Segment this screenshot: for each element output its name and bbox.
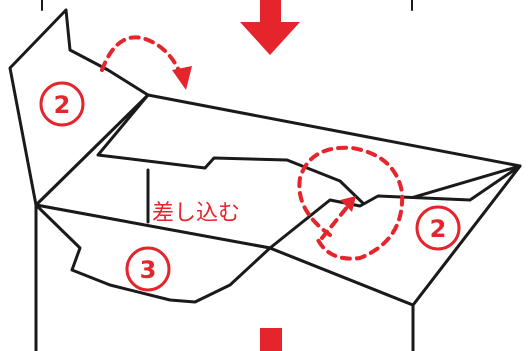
left-fold-arrowhead-icon	[172, 66, 192, 90]
insert-rotation-arrow	[297, 145, 405, 261]
step-badge-right-circle	[415, 205, 461, 251]
step-badge-left: 2	[39, 81, 85, 127]
step-badge-bottom: 3	[125, 246, 171, 292]
insert-arrowhead-icon	[340, 196, 356, 212]
left-fold-arrow	[100, 35, 184, 80]
step-badge-left-circle	[39, 81, 85, 127]
down-arrow-icon	[240, 0, 300, 55]
insert-instruction-label: 差し込む	[152, 201, 240, 226]
step-badge-right: 2	[415, 205, 461, 251]
insert-direction-arrow	[320, 204, 350, 240]
step-badge-right-number: 2	[430, 215, 447, 243]
step-badge-left-number: 2	[54, 91, 71, 119]
square-marker-icon	[260, 328, 282, 351]
step-badge-bottom-circle	[125, 246, 171, 292]
step-badge-bottom-number: 3	[140, 256, 157, 284]
right-tuck-flap	[268, 164, 522, 307]
